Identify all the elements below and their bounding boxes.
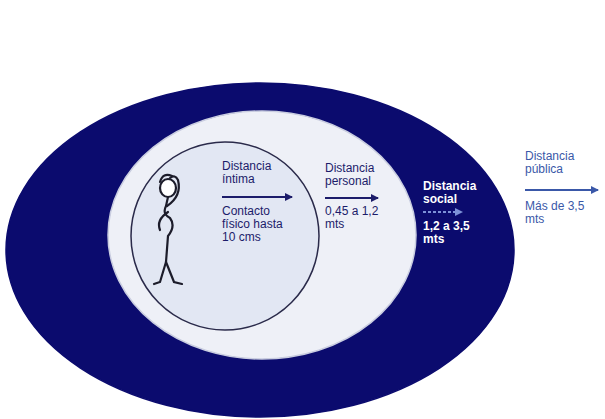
zone-arrow [525, 189, 598, 191]
zone-arrow [325, 197, 378, 199]
zone-name: Distancia social [423, 180, 487, 206]
personal-zone: Distancia personal0,45 a 1,2 mtsDistanci… [107, 110, 417, 360]
social-zone: Distancia social 1,2 a 3,5 mts Distancia p… [5, 82, 515, 418]
zone-arrow [423, 211, 462, 213]
zone-range: 1,2 a 3,5 mts [423, 220, 487, 246]
zone-name: Distancia personal [325, 162, 389, 188]
zone-range: Más de 3,5 mts [525, 200, 601, 226]
zone-name: Distancia pública [525, 150, 601, 176]
zone-range: Contacto físico hasta 10 cms [222, 205, 286, 244]
person-figure [154, 175, 182, 284]
zone-arrow [222, 196, 292, 198]
zone-name: Distancia íntima [222, 160, 302, 186]
intimate-zone: Distancia íntimaContacto físico hasta 10… [130, 141, 320, 331]
zone-range: 0,45 a 1,2 mts [325, 205, 389, 231]
